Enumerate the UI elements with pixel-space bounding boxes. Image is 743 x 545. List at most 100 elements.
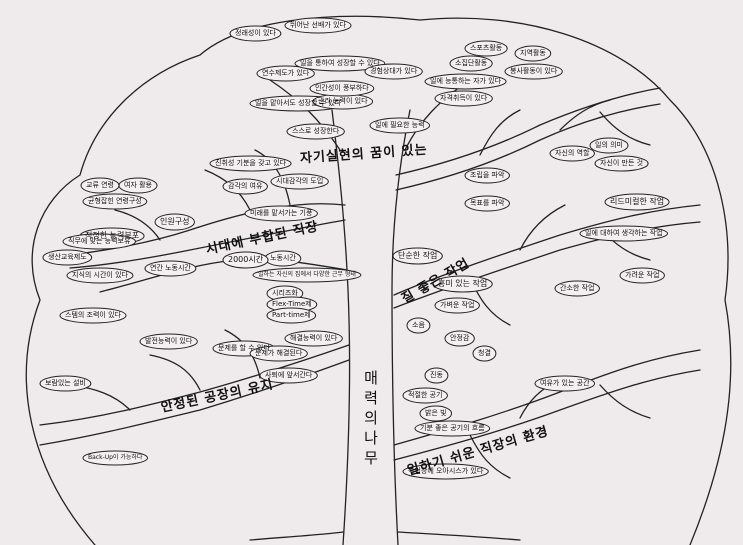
leaf-bubble [364, 63, 423, 80]
leaf-bubble [434, 297, 480, 314]
leaf-bubble [402, 387, 448, 404]
leaf-bubble [554, 280, 600, 297]
ground-line [249, 531, 521, 541]
leaf-label: 일을 맡아서도 성장할 수 있다 [255, 99, 342, 107]
leaf-bubble [424, 367, 449, 384]
leaf-label: 문제를 할 수 있다 [218, 344, 270, 352]
leaf-label: 자격취득이 있다 [440, 94, 488, 102]
leaf-bubble [534, 375, 596, 392]
leaf-bubble [619, 267, 665, 284]
leaf-label: Part-time제 [272, 311, 311, 319]
leaf-label: 해결능력이 있다 [290, 334, 338, 342]
leaf-label: 자신이 만든 것 [600, 159, 644, 167]
leaf-label: 직무에 맞는 능력보유 [68, 237, 131, 245]
leaf-label: 여자 활용 [124, 181, 152, 189]
leaf-label: 시리즈화 [272, 289, 298, 297]
leaf-label: 교류 연령 [86, 181, 114, 189]
leaf-bubble [604, 193, 670, 211]
leaf-bubble [434, 90, 493, 107]
leaf-label: 안정감 [450, 334, 470, 342]
leaf-bubble [464, 167, 510, 184]
leaf-bubble [392, 247, 443, 265]
leaf-bubble [252, 267, 362, 283]
leaf-label: 리드미컬한 작업 [610, 197, 665, 206]
leaf-label: 발전능력이 있다 [145, 337, 193, 345]
leaf-bubble [39, 375, 92, 392]
leaf-label: 흥미 있는 작업 [438, 279, 488, 288]
leaf-label: 밝은 빛 [425, 409, 447, 417]
leaf-bubble [118, 177, 158, 194]
leaf-bubble [549, 145, 595, 162]
leaf-label: 일하는 자신의 집에서 다양한 근무 형태 [258, 271, 356, 278]
leaf-bubble [472, 345, 497, 362]
leaf-bubble [464, 40, 508, 57]
leaf-bubble [419, 405, 453, 422]
leaf-label: 보람있는 설비 [45, 379, 86, 387]
leaf-bubble [514, 45, 552, 62]
leaf-bubble [222, 251, 269, 269]
leaf-label: 적절한 공기 [408, 391, 443, 399]
leaf-label: 기분 좋은 공기의 흐름 [420, 424, 485, 432]
leaf-label: 지역활동 [520, 49, 546, 57]
leaf-label: 목표를 파악 [470, 199, 505, 207]
leaf-label: 작업장에 오아시스가 있다 [408, 467, 484, 475]
leaf-bubble [444, 330, 475, 347]
leaf-bubble [249, 345, 308, 362]
leaf-label: 감각의 여유 [228, 182, 263, 190]
leaf-label: 가려운 작업 [625, 271, 660, 279]
leaf-bubble [154, 213, 195, 231]
leaf-bubble [464, 195, 510, 212]
leaf-label: 자신의 역할 [555, 149, 590, 157]
leaf-label: 청결 [478, 349, 491, 357]
leaf-bubble [66, 267, 134, 284]
leaf-bubble [406, 317, 431, 334]
leaf-label: 일을 통하여 성장할 수 있다 [300, 59, 380, 67]
leaf-bubble [286, 123, 345, 140]
leaf-bubble [256, 65, 315, 82]
leaf-bubble [209, 155, 292, 172]
leaf-label: 인간성이 풍부하다 [315, 84, 369, 92]
leaf-label: 스포츠활동 [470, 44, 503, 52]
leaf-bubble [414, 420, 491, 437]
leaf-bubble [229, 25, 282, 42]
leaf-label: 생산교육제도 [48, 253, 87, 261]
leaf-bubble [244, 205, 318, 222]
leaf-label: 조립을 파악 [470, 171, 505, 179]
leaf-label: 지식의 시간이 있다 [72, 271, 128, 279]
leaf-bubble [62, 233, 136, 250]
branch-upper-right [395, 87, 661, 176]
leaf-label: Back-Up이 가능하다 [88, 454, 143, 461]
leaf-label: 소집단활동 [455, 59, 488, 67]
leaf-label: 연간 노동시간 [150, 264, 191, 272]
leaf-label: 미래를 맡서가는 기풍 [250, 209, 313, 217]
leaf-label: 경험상대가 있다 [370, 67, 418, 75]
branch-lower-left [39, 344, 350, 426]
leaf-bubble [59, 307, 127, 324]
branch-mid-right [393, 204, 701, 296]
leaf-bubble [432, 275, 493, 293]
leaf-label: 2000시간 [228, 255, 264, 264]
leaf-bubble [139, 333, 198, 350]
leaf-bubble [266, 307, 317, 324]
leaf-bubble [449, 55, 493, 72]
leaf-label: 관리 능력이 있다 [318, 97, 368, 105]
leaf-bubble [222, 178, 268, 195]
leaf-label: 사퇴에 앞서간다 [265, 371, 313, 379]
leaf-label: 진취성 기분을 갖고 있다 [215, 159, 287, 167]
leaf-label: 연수제도가 있다 [262, 69, 310, 77]
leaf-bubble [402, 463, 489, 480]
leaf-bubble [144, 260, 197, 277]
leaf-label: 일에 필요한 능력 [375, 121, 425, 129]
leaf-label: 일에 능통하는 자가 있다 [430, 77, 502, 85]
leaf-bubble [82, 193, 148, 210]
branch-upper-left [69, 203, 346, 256]
trunk-right-edge [391, 109, 411, 545]
leaf-label: 여유가 있는 공간 [540, 379, 590, 387]
leaf-label: 적정한 능력분포 [85, 231, 140, 240]
leaf-label: 정래성이 있다 [235, 29, 276, 37]
leaf-bubble [42, 249, 93, 266]
leaf-bubble [579, 225, 669, 242]
leaf-bubble [294, 55, 386, 72]
